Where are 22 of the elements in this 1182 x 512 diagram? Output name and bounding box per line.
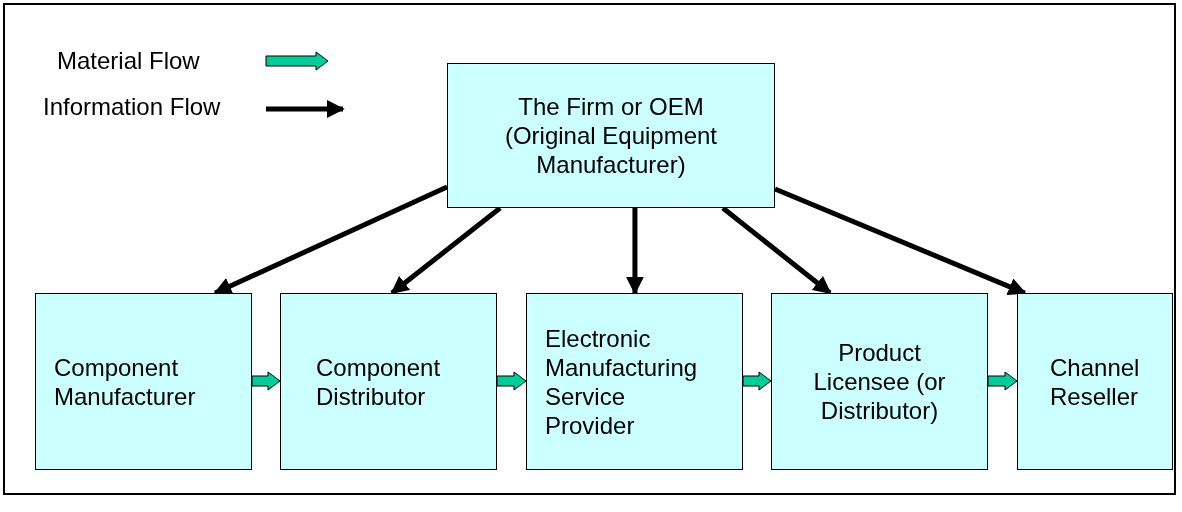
information-flow-arrow [625, 208, 644, 295]
legend-label: Information Flow [43, 93, 221, 121]
process-box [280, 293, 497, 470]
information-flow-arrow [390, 206, 502, 295]
material-flow-arrow [251, 371, 281, 391]
material-flow-arrow [496, 371, 527, 391]
node-label: Component Manufacturer [54, 352, 197, 411]
process-box [35, 293, 252, 470]
information-flow-arrow [721, 206, 832, 295]
firm-box [447, 63, 775, 208]
process-box [771, 293, 988, 470]
material-flow-arrow [742, 371, 772, 391]
node-label: Component Distributor [316, 352, 442, 411]
node-label: The Firm or OEM (Original Equipment Manufacturer) [503, 92, 719, 179]
material-flow-arrow [987, 371, 1018, 391]
process-box [1017, 293, 1173, 470]
legend-label: Material Flow [57, 47, 200, 75]
node-label: Product Licensee (or Distributor) [812, 338, 947, 425]
information-flow-arrow [774, 186, 1027, 296]
node-label: Electronic Manufacturing Service Provider [545, 323, 699, 440]
node-label: Channel Reseller [1050, 352, 1141, 411]
process-box [526, 293, 743, 470]
